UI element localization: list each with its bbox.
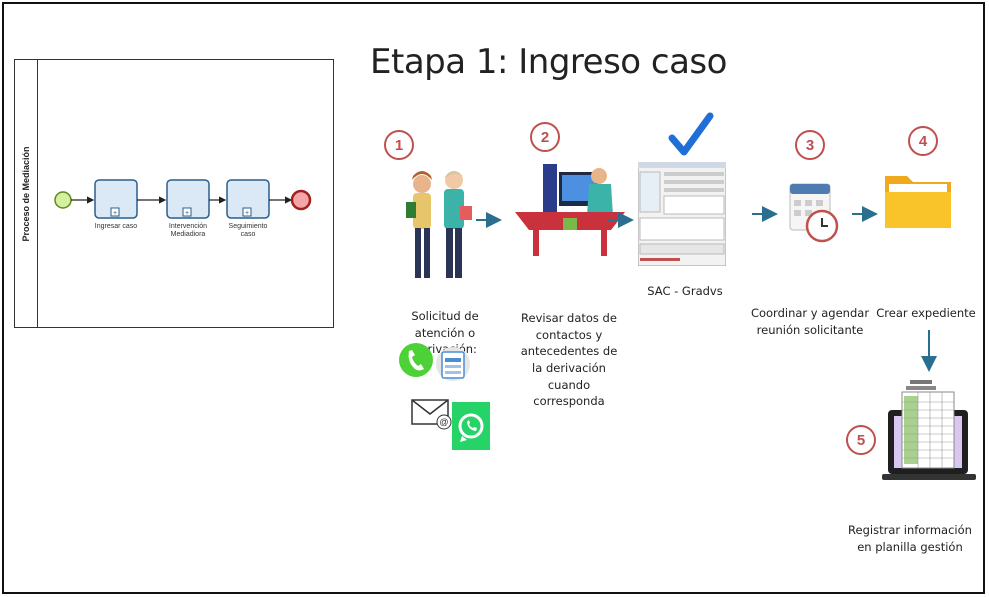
people-icon [406,171,472,278]
step-badge-2: 2 [530,122,560,152]
task-label-1: Ingresar caso [94,223,138,230]
email-icon: @ [411,399,452,430]
end-event [290,189,312,211]
svg-text:+: + [185,210,189,217]
step-2-caption: Revisar datos de contactos y antecedente… [520,311,618,409]
svg-text:@: @ [439,417,448,427]
task-seguimiento [226,179,270,219]
step-badge-1: 1 [384,130,414,160]
step-5-caption: Registrar información en planilla gestió… [848,523,972,554]
bpmn-pool: Proceso de Mediación + + + Ingresar caso… [14,59,334,328]
sac-screenshot-thumbnail [638,162,726,266]
step-badge-4: 4 [908,126,938,156]
task-intervencion [166,179,210,219]
task-label-2: Intervención Mediadiora [168,223,208,239]
folder-icon [885,176,951,228]
checkmark-icon [668,112,714,156]
bpmn-flow: + + + [54,179,312,219]
laptop-spreadsheet-icon [882,380,976,480]
svg-text:+: + [113,210,117,217]
phone-icon [399,343,433,377]
page-title: Etapa 1: Ingreso caso [370,42,727,82]
step-4-caption: Crear expediente [876,306,976,320]
whatsapp-icon [452,402,490,450]
svg-text:+: + [245,210,249,217]
task-label-3: Seguimiento caso [228,223,268,239]
step-badge-3: 3 [795,130,825,160]
pool-lane: Proceso de Mediación [15,60,38,327]
task-ingresar-caso [94,179,138,219]
office-desk-icon [515,164,625,256]
step-badge-5: 5 [846,425,876,455]
step-3-caption: Coordinar y agendar reunión solicitante [750,306,870,337]
sac-caption: SAC - Gradvs [647,284,723,298]
calendar-clock-icon [789,183,839,243]
web-form-icon [436,347,470,381]
